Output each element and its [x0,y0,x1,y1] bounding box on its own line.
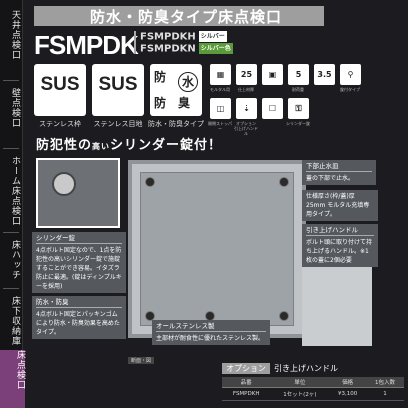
badge-caption: ステンレス目地 [93,120,143,128]
section-label: 断面・図 [128,357,155,364]
badge-caption: 防水・防臭タイプ [148,120,204,128]
callout-body: 4点ボルト固定なので、1点を防犯性の高いシリンダー錠で施錠することができ容易。イ… [36,247,122,290]
table-cell: FSMPDKH [222,387,271,401]
water-drop-icon: 水 [178,72,198,92]
lock-type-icon: ⚲ [340,64,361,85]
waterproof-badge: 防 水 防 臭 [150,64,202,116]
callout-stainless: オールステンレス製 主部材が耐食性に優れたステンレス製。 [152,320,270,345]
color-badge: シルバー [198,31,227,42]
weight-icon: 3.5 [314,64,335,85]
table-cell: 1セット(2ヶ) [270,387,330,401]
badge-caption: ステンレス枠 [39,120,81,128]
icon-caption: 耐荷重 [292,87,304,92]
sus-joint-badge: SUS [92,64,144,116]
sus-frame-badge: SUS [34,64,86,116]
callout-body: 蓋の下部で止水。 [306,175,355,182]
slogan-text: 防犯性の [36,138,93,153]
table-cell: ¥3,100 [329,387,367,401]
color-badge: シルバー色 [198,42,233,54]
callout-head: 引き上げハンドル [306,226,374,236]
side-tab-wall[interactable]: 壁点検口 [10,88,20,128]
side-tab-ceiling[interactable]: 天井点検口 [10,10,20,60]
table-row: FSMPDKH 1セット(2ヶ) ¥3,100 1 [222,387,404,401]
badge-char: 臭 [178,96,191,110]
side-tab-hatch[interactable]: 床ハッチ [10,240,20,280]
callout-body: 仕様厚さ(枠/蓋)厚 25mm モルタル充填専用タイプ。 [306,193,370,218]
side-divider [3,148,19,149]
callout-body: 主部材が耐食性に優れたステンレス製。 [156,335,265,342]
callout-handle: 引き上げハンドル ボルト頭に取り付けて持ち上げるハンドル。※1枚の蓋に2個必要 [302,224,378,267]
callout-body: ボルト頭に取り付けて持ち上げるハンドル。※1枚の蓋に2個必要 [306,239,373,264]
cylinder-icon [52,172,76,196]
badge-char: 防 [154,96,167,110]
callout-waterproof: 防水・防臭 4点ボルト固定とパッキンゴムにより防水・防臭効果を高めたタイプ。 [32,296,126,339]
option-table: 品番 単位 価格 1包入数 FSMPDKH 1セット(2ヶ) ¥3,100 1 [222,377,404,401]
icon-caption: モルタル用 [210,87,230,92]
side-tab-underfloor[interactable]: 床下収納庫 [10,296,20,346]
cylinder-lock-icon: ⚿ [288,98,309,119]
callout-head: 下部止水皿 [306,162,372,172]
callout-thickness: 仕様厚さ(枠/蓋)厚 25mm モルタル充填専用タイプ。 [302,190,378,221]
sus-text: SUS [40,74,80,95]
icon-caption: 開閉ストッパー [208,121,232,131]
side-divider [3,80,19,81]
model-number: FSMPDK [34,30,139,60]
column-header: 価格 [329,377,367,388]
column-header: 品番 [222,377,271,388]
handle-option-icon: ⇣ [236,98,257,119]
slogan-text-small: 高い [92,142,111,151]
option-title: 引き上げハンドル [274,364,338,373]
side-tab-home-floor[interactable]: ホーム床点検口 [10,156,20,226]
mortar-icon: ▦ [210,64,231,85]
product-photo-frame [128,160,306,338]
slogan-text: シリンダー錠付！ [110,138,223,153]
table-cell: 1 [366,387,404,401]
cylinder-lock-photo [36,158,120,228]
callout-head: オールステンレス製 [156,322,266,332]
icon-caption: シリンダー錠 [286,121,310,126]
option-tag: オプション [222,363,270,374]
cover-icon: ☐ [262,98,283,119]
side-divider [3,288,19,289]
page-title: 防水・防臭タイプ床点検口 [90,8,283,26]
icon-caption: 錠付タイプ [340,87,360,92]
cover-plate [140,172,294,326]
option-header: オプション引き上げハンドル [222,363,338,374]
bolt-icon [279,311,289,321]
slogan: 防犯性の高いシリンダー錠付！ [36,134,222,153]
sub-model: FSMPDKH [140,31,196,43]
callout-lower-frame: 下部止水皿 蓋の下部で止水。 [302,160,376,185]
column-header: 1包入数 [366,377,404,388]
side-tab-floor-access[interactable]: 床点検口 [0,350,25,408]
title-banner [34,6,324,26]
icon-caption: 仕上材厚 [238,87,254,92]
callout-body: 4点ボルト固定とパッキンゴムにより防水・防臭効果を高めたタイプ。 [36,311,120,336]
sus-text: SUS [98,74,138,95]
side-divider [3,232,19,233]
column-header: 単位 [270,377,330,388]
callout-head: シリンダー錠 [36,234,122,244]
category-sidebar: 天井点検口 壁点検口 ホーム床点検口 床ハッチ 床下収納庫 床点検口 [0,0,25,408]
bolt-icon [279,177,289,187]
badge-char: 防 [154,70,167,84]
thickness-icon: 25 [236,64,257,85]
handle-photo [302,262,372,346]
icon-caption: オプション 引上げハンドル [234,121,258,136]
sub-model: FSMPDKN [140,43,196,54]
frame-icon: ▣ [262,64,283,85]
callout-cylinder: シリンダー錠 4点ボルト固定なので、1点を防犯性の高いシリンダー錠で施錠すること… [32,232,126,293]
bolt-icon [145,177,155,187]
stopper-icon: ◫ [210,98,231,119]
load-icon: 5 [288,64,309,85]
bolt-icon [145,311,155,321]
callout-head: 防水・防臭 [36,298,122,308]
